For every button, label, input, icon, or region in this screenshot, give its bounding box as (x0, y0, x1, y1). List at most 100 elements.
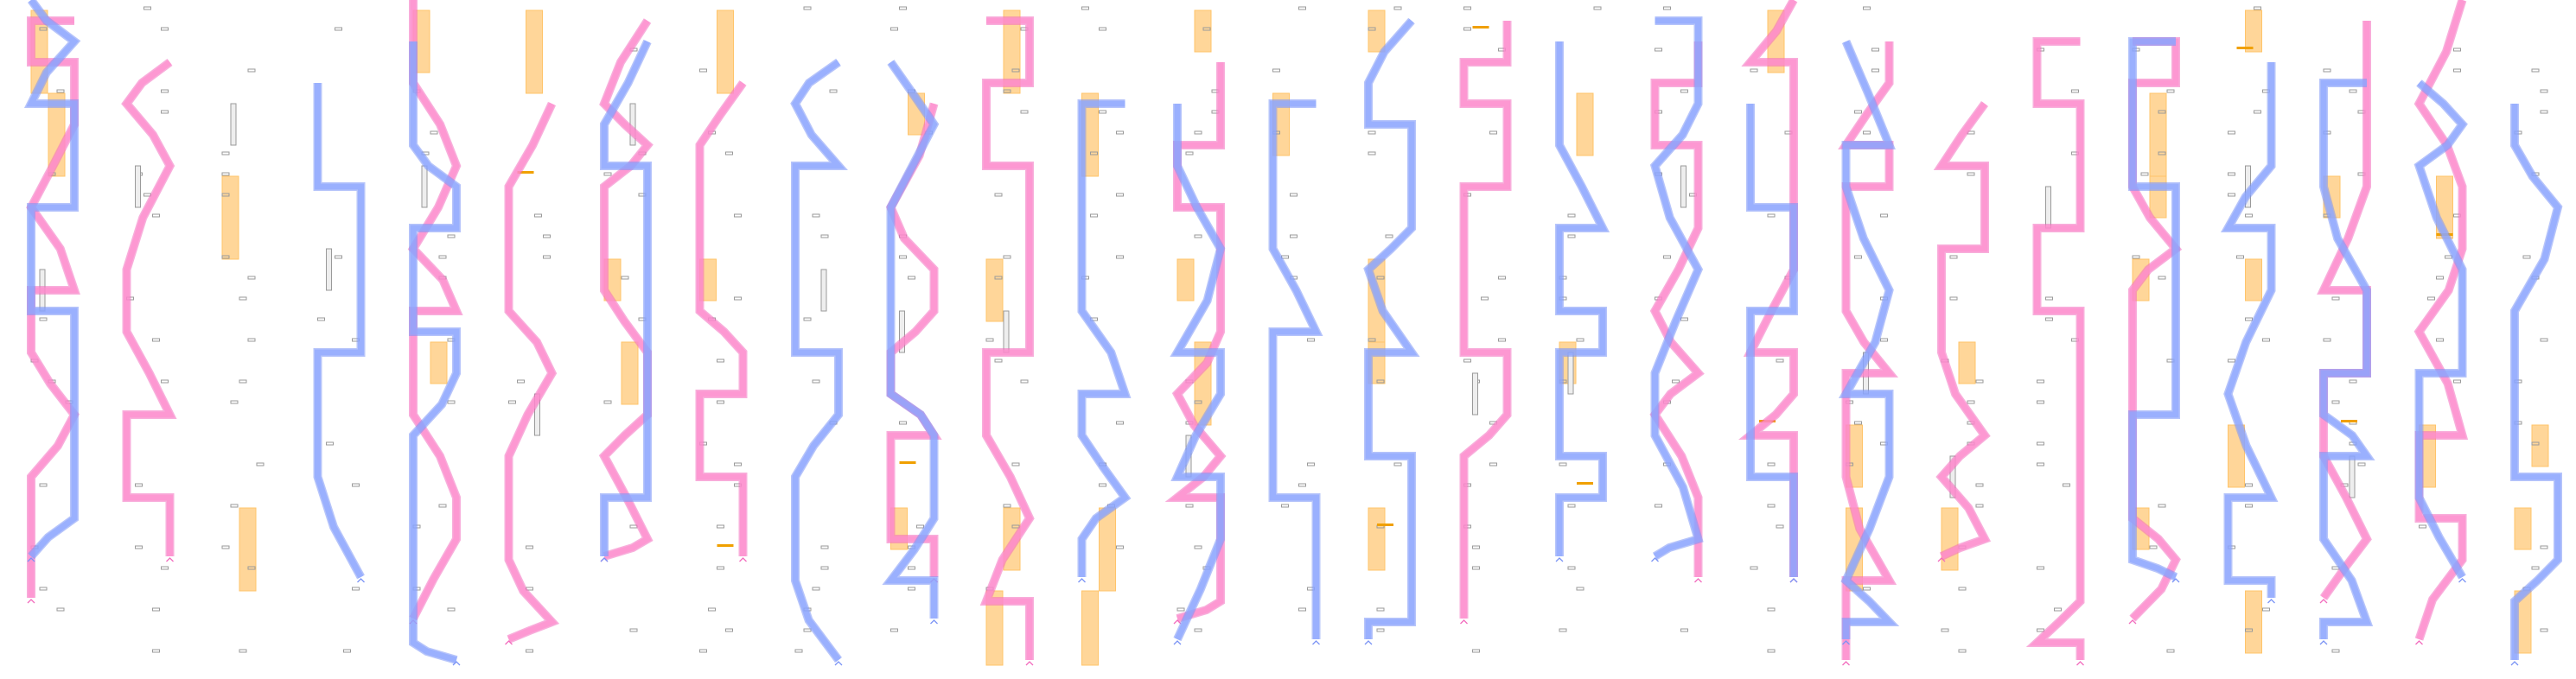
gray-marker (143, 6, 151, 10)
gray-marker (908, 276, 915, 280)
gray-marker (1116, 193, 1124, 197)
gray-marker (2331, 296, 2340, 301)
blue-caret-icon (1789, 578, 1798, 583)
blue-caret-icon (2458, 578, 2466, 583)
gray-marker (1663, 255, 1671, 259)
orange-block (1194, 10, 1212, 53)
gray-bar (1567, 352, 1574, 395)
gray-marker (1003, 504, 1011, 508)
gray-marker (430, 130, 438, 135)
gray-marker (1194, 545, 1202, 549)
gray-marker (2236, 255, 2244, 259)
gray-marker (2323, 68, 2331, 73)
gray-marker (161, 27, 169, 31)
blue-caret-icon (27, 557, 35, 562)
gray-marker (1116, 421, 1124, 425)
gray-marker (1307, 338, 1315, 342)
orange-block (526, 10, 543, 94)
gray-marker (2540, 628, 2548, 632)
gray-bar (2349, 455, 2356, 498)
gray-marker (794, 649, 803, 653)
gray-marker (2158, 151, 2166, 155)
pink-caret-icon (1937, 557, 1946, 562)
gray-marker (230, 504, 239, 508)
gray-marker (629, 628, 638, 632)
gray-marker (803, 317, 812, 321)
gray-marker (1116, 130, 1124, 135)
blue-caret-icon (600, 557, 609, 562)
pink-ribbon (123, 60, 175, 556)
orange-block (1576, 92, 1594, 156)
gray-marker (1958, 587, 1967, 591)
gray-marker (543, 255, 551, 259)
gray-marker (247, 68, 256, 73)
gray-bar (326, 248, 332, 291)
gray-marker (1090, 213, 1098, 218)
gray-marker (1481, 296, 1489, 301)
blue-caret-icon (2319, 640, 2328, 645)
gray-marker (699, 649, 707, 653)
orange-block (1368, 507, 1386, 571)
gray-bar (421, 165, 428, 208)
gray-marker (1498, 276, 1506, 280)
gray-marker (1776, 359, 1784, 363)
gray-marker (812, 587, 820, 591)
gray-marker (603, 400, 612, 404)
gray-marker (135, 545, 143, 549)
gray-marker (899, 255, 907, 259)
gray-marker (1463, 359, 1471, 363)
pink-ribbon-edge (1738, 0, 1798, 577)
blue-caret-icon (1312, 640, 1320, 645)
gray-marker (890, 628, 898, 632)
gray-marker (1298, 607, 1306, 612)
gray-marker (2540, 338, 2548, 342)
gray-marker (2071, 89, 2079, 93)
gray-marker (1949, 255, 1958, 259)
pink-caret-icon (1173, 619, 1182, 625)
gray-marker (2037, 379, 2044, 384)
pink-ribbon-edge (1459, 21, 1512, 619)
gray-marker (1376, 607, 1385, 612)
gray-marker (2037, 628, 2044, 632)
gray-marker (1958, 649, 1967, 653)
pink-ribbon (697, 80, 746, 556)
gray-marker (1854, 421, 1862, 425)
gray-marker (2254, 6, 2261, 10)
gray-marker (2436, 338, 2444, 342)
blue-caret-icon (1364, 640, 1373, 645)
gray-marker (326, 441, 334, 446)
gray-marker (1298, 6, 1306, 10)
pink-ribbon (1935, 101, 1989, 560)
gray-marker (2054, 607, 2062, 612)
gray-marker (317, 317, 325, 321)
gray-marker (1559, 628, 1567, 632)
gray-marker (1967, 400, 1975, 404)
gray-marker (2522, 255, 2531, 259)
gray-marker (161, 89, 169, 93)
orange-block (2531, 424, 2549, 467)
gray-marker (447, 607, 456, 612)
gray-marker (239, 649, 247, 653)
pink-ribbon (2318, 21, 2371, 600)
blue-ribbon (1079, 100, 1130, 577)
pink-ribbon-edge (504, 101, 560, 644)
pink-ribbon (1461, 21, 1510, 619)
gray-marker (2245, 483, 2253, 487)
gray-bar (135, 165, 141, 208)
gray-marker (2228, 359, 2235, 363)
blue-caret-icon (1078, 578, 1086, 583)
pink-caret-icon (2076, 661, 2084, 666)
gray-marker (2531, 441, 2540, 446)
gray-marker (56, 607, 65, 612)
gray-marker (247, 566, 256, 570)
gray-marker (56, 89, 65, 93)
gray-marker (2349, 89, 2357, 93)
gray-marker (717, 400, 724, 404)
pink-ribbon (506, 102, 558, 643)
gray-marker (1680, 89, 1688, 93)
gray-marker (1750, 68, 1758, 73)
gray-marker (508, 400, 516, 404)
blue-ribbon (2320, 79, 2373, 639)
orange-dash (517, 171, 534, 174)
